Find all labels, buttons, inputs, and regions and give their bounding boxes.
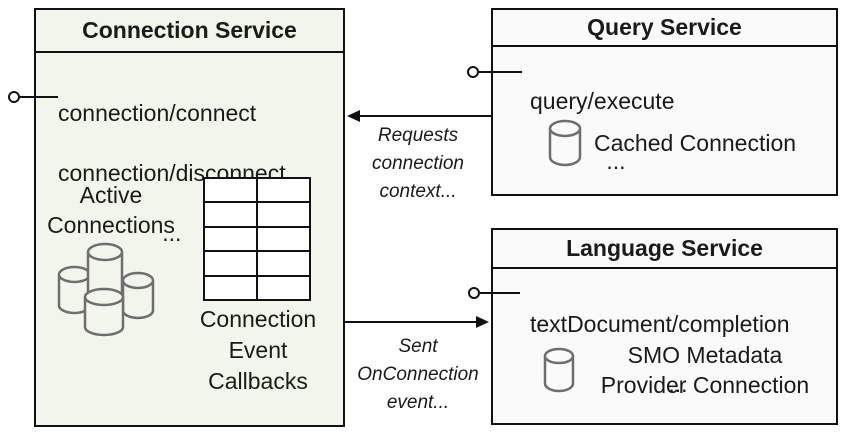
table-cell (258, 276, 309, 299)
requests-connection-label: Requests connection context... (372, 125, 464, 202)
database-icon (548, 119, 582, 167)
interface-circle-icon (468, 287, 480, 299)
cached-connection-label: Cached Connection (594, 130, 797, 156)
interface-stem (20, 96, 58, 98)
table-cell (205, 276, 256, 299)
table-cell (205, 227, 256, 251)
table-cell (258, 252, 309, 275)
query-service-box: Query Service (491, 8, 838, 196)
table-cell (258, 179, 309, 202)
language-service-box: Language Service (491, 228, 838, 425)
database-icon (543, 347, 575, 393)
database-cluster-icon (54, 238, 164, 338)
ellipsis-text: ... (162, 220, 182, 246)
table-cell (205, 252, 256, 275)
ellipsis-text: ... (668, 371, 688, 397)
table-cell (205, 203, 256, 226)
callbacks-table (203, 177, 311, 301)
arrow-shaft (358, 115, 491, 117)
ellipsis-text: ... (606, 148, 626, 174)
method-textdocument-completion: textDocument/completion (530, 311, 790, 337)
method-query-execute: query/execute (530, 88, 675, 114)
query-service-title: Query Service (493, 10, 836, 47)
arrow-right-icon (476, 316, 489, 328)
sent-onconnection-label: Sent OnConnection event... (357, 336, 479, 413)
connection-service-title: Connection Service (36, 10, 343, 53)
interface-circle-icon (467, 66, 479, 78)
language-service-title: Language Service (493, 230, 836, 269)
table-cell (258, 203, 309, 226)
interface-circle-icon (8, 91, 20, 103)
interface-stem (479, 71, 522, 73)
smo-connection-item: SMO Metadata Provider Connection (543, 340, 825, 400)
arrow-shaft (345, 321, 478, 323)
active-connections-label: Active Connections (47, 182, 175, 238)
callbacks-label: Connection Event Callbacks (199, 306, 317, 394)
table-cell (258, 227, 309, 251)
method-connection-connect: connection/connect (58, 100, 257, 126)
arrow-left-icon (347, 110, 360, 122)
table-cell (205, 179, 256, 202)
query-service-methods: query/execute ... (530, 56, 702, 206)
cached-connection-item: Cached Connection (548, 119, 796, 167)
smo-metadata-label: SMO Metadata Provider Connection (600, 342, 810, 398)
language-service-methods: textDocument/completion ... (530, 279, 826, 429)
interface-stem (480, 292, 520, 294)
